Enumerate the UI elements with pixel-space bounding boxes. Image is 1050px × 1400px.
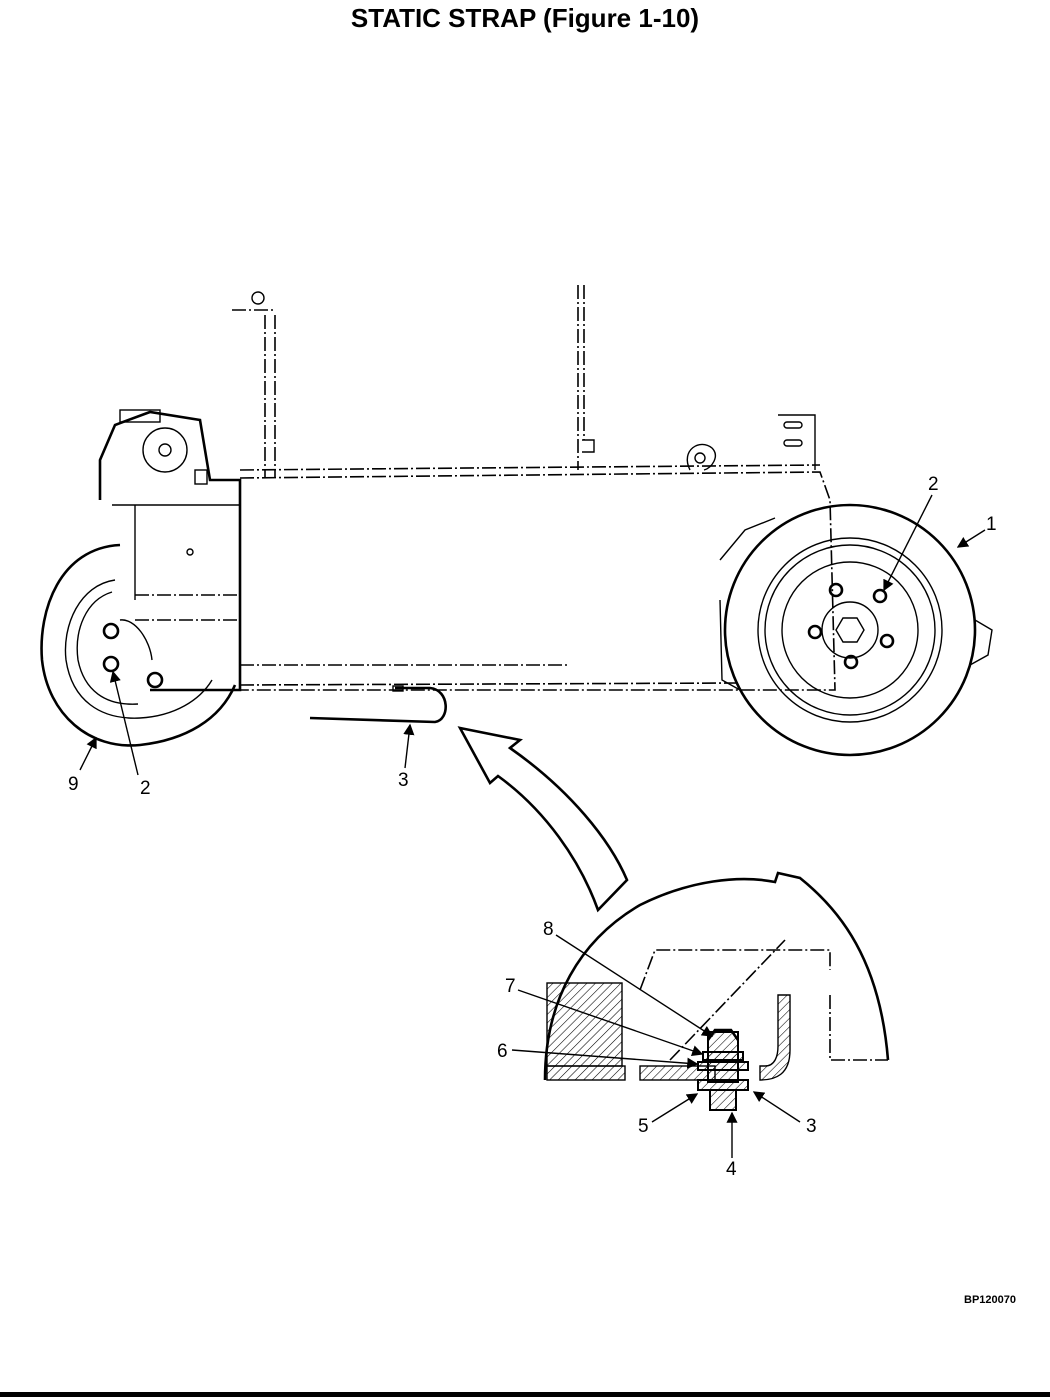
detail-cross-section: [543, 871, 890, 1111]
leader-lines: [79, 494, 986, 1158]
callout-5: 5: [638, 1116, 649, 1137]
figure-id: BP120070: [964, 1294, 1016, 1306]
figure-title: STATIC STRAP (Figure 1-10): [350, 3, 700, 33]
drive-tire: [40, 543, 237, 747]
callout-8: 8: [543, 919, 554, 940]
callout-1: 1: [986, 514, 997, 535]
callout-2-drive-tire: 2: [140, 778, 151, 799]
callout-6: 6: [497, 1041, 508, 1062]
callout-4: 4: [726, 1159, 737, 1180]
load-wheel: [719, 503, 993, 757]
callout-3-detail: 3: [806, 1116, 817, 1137]
truck-body-outline: [232, 285, 836, 691]
callout-7: 7: [505, 976, 516, 997]
callout-9: 9: [68, 774, 79, 795]
static-strap: [309, 685, 447, 724]
detail-pointer-arrow: [457, 726, 629, 913]
callout-3-strap: 3: [398, 770, 409, 791]
bottom-rule: [0, 1392, 1050, 1397]
drive-unit: [98, 409, 242, 692]
callout-2-load-wheel: 2: [928, 474, 939, 495]
